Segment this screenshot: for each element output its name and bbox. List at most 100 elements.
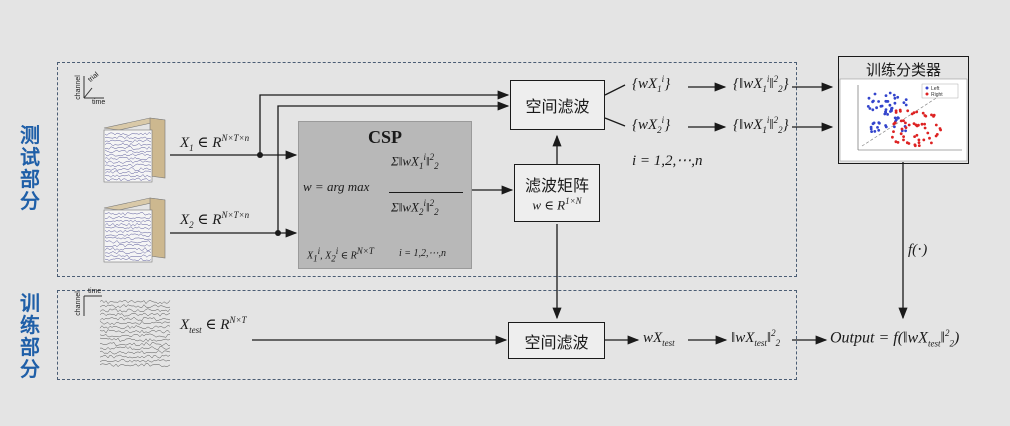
axis-label-channel-bottom: channel: [74, 291, 82, 316]
scatter-point-left: [870, 130, 873, 134]
eeg-trace: [104, 254, 152, 258]
filter-matrix-box: 滤波矩阵 w ∈ R1×N: [514, 164, 600, 222]
scatter-point-left: [884, 94, 888, 97]
scatter-point-left: [904, 129, 907, 133]
scatter-point-left: [871, 122, 875, 126]
train-panel-label: 训练部分: [20, 291, 40, 381]
axis-label-time-bottom: time: [88, 288, 102, 295]
scatter-point-left: [877, 128, 881, 132]
scatter-point-right: [928, 136, 931, 140]
scatter-point-right: [920, 122, 924, 126]
eeg-trace: [104, 177, 152, 182]
spatial-filter-bottom: 空间滤波: [508, 322, 605, 359]
scatter-point-right: [923, 126, 927, 130]
scatter-point-right: [934, 134, 938, 138]
scatter-point-left: [866, 105, 870, 108]
scatter-point-right: [899, 132, 903, 136]
scatter-point-left: [896, 95, 900, 99]
legend-left: Left: [931, 86, 940, 92]
scatter-point-right: [905, 141, 909, 145]
scatter-point-left: [871, 108, 875, 112]
axis-label-time: time: [92, 99, 106, 106]
scatter-point-right: [917, 144, 921, 148]
scatter-point-right: [892, 130, 895, 134]
scatter-point-left: [904, 103, 908, 107]
scatter-point-left: [904, 98, 908, 101]
legend-right: Right: [931, 92, 943, 98]
eeg-trace: [99, 337, 171, 342]
test-panel: [57, 62, 797, 277]
eeg-trace: [99, 363, 171, 367]
scatter-point-right: [917, 138, 921, 142]
classifier-label: 训练分类器: [865, 61, 941, 79]
csp-domain: X1i, X2i ∈ RN×T: [307, 246, 374, 264]
scatter-point-left: [867, 96, 871, 100]
scatter-point-right: [896, 141, 900, 144]
eeg-trace: [104, 153, 152, 157]
wx1-output: {wX1i}: [632, 74, 671, 94]
scatter-point-right: [915, 133, 919, 137]
scatter-point-left: [893, 96, 897, 100]
wxtest-label: wXtest: [643, 330, 675, 348]
scatter-point-left: [893, 101, 897, 105]
classifier-scatter-plot: Left Right: [839, 78, 968, 162]
scatter-point-right: [892, 122, 896, 126]
scatter-point-left: [872, 99, 875, 103]
norm-test-label: ‖wXtest‖22: [731, 328, 781, 348]
scatter-point-right: [923, 122, 926, 126]
axis-icon-bottom: [83, 295, 102, 316]
scatter-point-right: [913, 135, 916, 139]
csp-formula: w = arg max: [303, 179, 370, 194]
scatter-point-right: [934, 123, 938, 127]
eeg-trace: [99, 354, 171, 359]
scatter-point-left: [877, 121, 881, 125]
scatter-point-right: [894, 111, 898, 114]
csp-title: CSP: [367, 127, 402, 147]
eeg-trace: [99, 341, 171, 346]
eeg-trace: [99, 358, 171, 363]
scatter-point-right: [902, 119, 905, 123]
csp-numerator: Σ‖wX1i‖22: [391, 152, 439, 171]
scatter-point-left: [885, 100, 889, 103]
eeg-trace: [104, 142, 152, 147]
w-domain: w ∈ R1×N: [532, 196, 582, 213]
train-panel: [57, 290, 797, 380]
scatter-point-left: [877, 100, 880, 103]
scatter-point-left: [875, 106, 878, 110]
x2-label: X2 ∈ RN×T×n: [180, 210, 250, 230]
scatter-point-right: [915, 124, 919, 128]
scatter-point-right: [906, 109, 910, 113]
scatter-point-right: [913, 144, 917, 148]
scatter-point-right: [904, 126, 908, 129]
eeg-test-signal: [99, 299, 171, 367]
eeg-trace: [99, 350, 171, 355]
axis-icon-top: [83, 76, 104, 99]
eeg-trace: [104, 149, 152, 154]
scatter-point-left: [902, 101, 906, 104]
eeg-trace: [99, 299, 171, 305]
eeg-trace: [104, 156, 152, 161]
eeg-trial-stack-1: [103, 117, 166, 183]
scatter-point-left: [884, 110, 887, 114]
eeg-trace: [99, 312, 171, 317]
eeg-trace: [104, 174, 152, 178]
csp-index: i = 1,2,⋯,n: [399, 248, 447, 259]
scatter-point-left: [868, 107, 872, 110]
eeg-trace: [104, 212, 152, 216]
norm2-output: {‖wX1i‖22}: [733, 115, 789, 135]
filter-matrix-label: 滤波矩阵: [524, 176, 589, 196]
scatter-point-right: [938, 127, 942, 130]
eeg-trace: [104, 257, 152, 262]
scatter-point-right: [930, 141, 933, 145]
eeg-trace: [104, 247, 152, 251]
eeg-trace: [99, 304, 171, 309]
eeg-trace: [99, 316, 171, 321]
eeg-trace: [104, 146, 152, 150]
norm1-output: {‖wX1i‖22}: [733, 74, 789, 94]
scatter-point-left: [888, 103, 892, 107]
scatter-point-right: [915, 110, 919, 114]
scatter-point-left: [884, 108, 888, 111]
eeg-trace: [99, 320, 171, 326]
scatter-point-left: [879, 104, 883, 108]
eeg-trace: [104, 243, 152, 248]
